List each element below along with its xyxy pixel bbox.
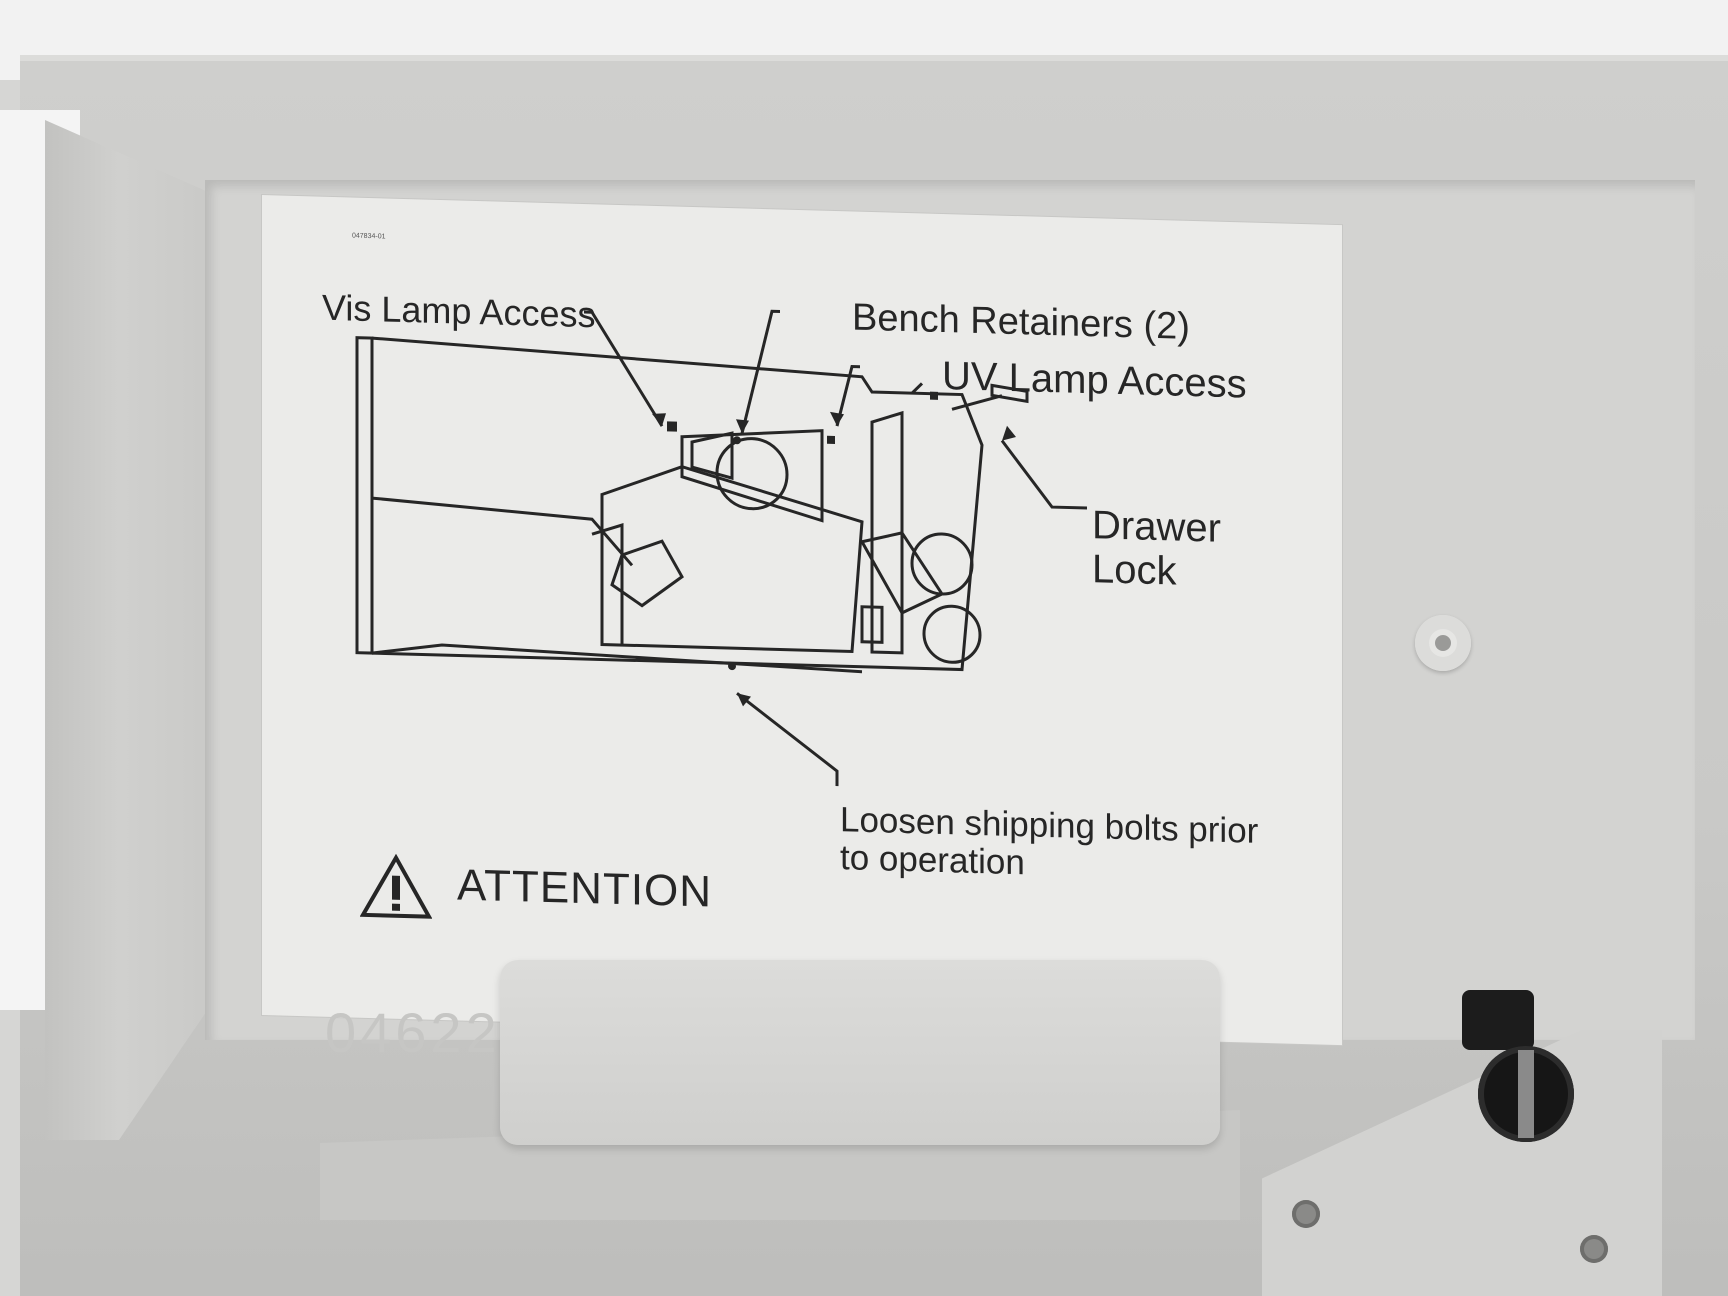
instruction-label: 047834-01 Vis Lamp Access Bench Retainer… — [262, 195, 1342, 1046]
drawer-front-lip — [500, 960, 1220, 1145]
embossed-part-number: 04622 — [325, 1001, 501, 1064]
drawer-lock-knob[interactable] — [1478, 1046, 1574, 1142]
drawer-lock-callout: Drawer Lock — [1092, 503, 1221, 594]
attention-heading: ATTENTION — [457, 860, 713, 917]
lock-knob-cap — [1462, 990, 1534, 1050]
uv-lamp-access-callout: UV Lamp Access — [942, 353, 1247, 407]
open-door-flap — [45, 120, 230, 1140]
spectrometer-drawer-diagram — [355, 309, 1087, 787]
mounting-peg-right — [1415, 615, 1471, 671]
bracket-screw-right — [1580, 1235, 1608, 1263]
part-number: 047834-01 — [352, 232, 386, 241]
knob-grip-bar — [1518, 1050, 1534, 1138]
warning-triangle-icon — [360, 853, 432, 919]
vis-lamp-access-callout: Vis Lamp Access — [322, 286, 596, 336]
bracket-screw-left — [1292, 1200, 1320, 1228]
shipping-bolts-callout: Loosen shipping bolts prior to operation — [840, 800, 1259, 883]
